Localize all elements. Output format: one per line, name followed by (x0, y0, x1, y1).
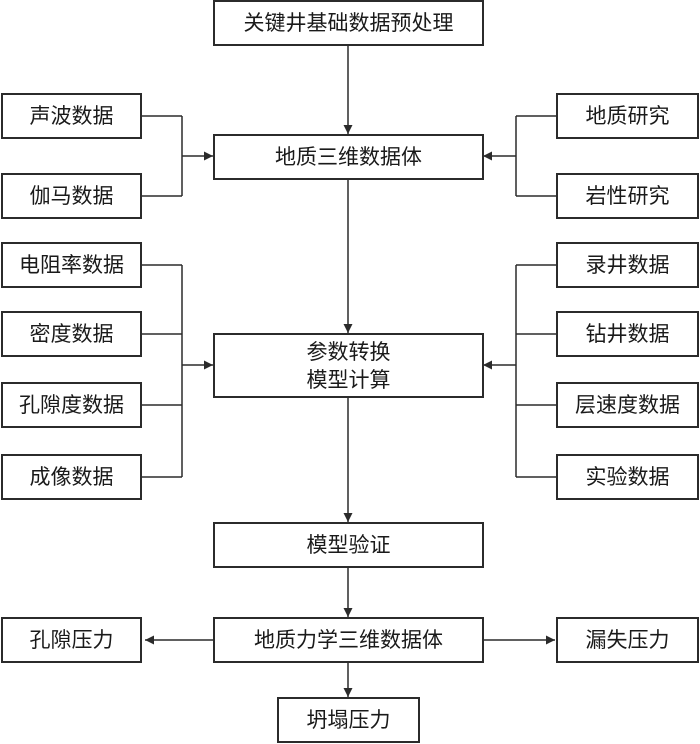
left-top-label-2: 伽马数据 (29, 184, 114, 208)
right-mid-box-4: 实验数据 (556, 454, 699, 500)
right-top-label-1: 地质研究 (585, 104, 670, 128)
right-top-box-2: 岩性研究 (556, 173, 699, 219)
model-verify-label: 模型验证 (306, 533, 391, 557)
model-verify-box: 模型验证 (213, 522, 484, 568)
right-mid-box-2: 钻井数据 (556, 311, 699, 357)
left-mid-label-4: 成像数据 (29, 465, 114, 489)
left-mid-box-1: 电阻率数据 (1, 242, 142, 288)
geology-3d-data-box: 地质三维数据体 (213, 134, 484, 180)
collapse-pressure-box: 坍塌压力 (277, 697, 420, 743)
loss-pressure-label: 漏失压力 (585, 628, 670, 652)
model-calc-line1: 参数转换 (306, 339, 391, 364)
geomech-3d-data-label: 地质力学三维数据体 (254, 628, 443, 652)
right-mid-label-1: 录井数据 (585, 253, 670, 277)
left-mid-box-2: 密度数据 (1, 311, 142, 357)
geology-3d-data-label: 地质三维数据体 (275, 145, 422, 169)
model-calc-line2: 模型计算 (306, 367, 391, 392)
preprocess-box: 关键井基础数据预处理 (213, 0, 484, 46)
pore-pressure-box: 孔隙压力 (1, 617, 142, 663)
loss-pressure-box: 漏失压力 (556, 617, 699, 663)
right-mid-box-3: 层速度数据 (556, 382, 699, 428)
left-mid-label-3: 孔隙度数据 (19, 393, 124, 417)
right-mid-label-4: 实验数据 (585, 465, 670, 489)
geomech-3d-data-box: 地质力学三维数据体 (213, 617, 484, 663)
right-mid-label-2: 钻井数据 (585, 322, 670, 346)
left-top-box-2: 伽马数据 (1, 173, 142, 219)
model-calc-box: 参数转换 模型计算 (213, 333, 484, 398)
right-mid-box-1: 录井数据 (556, 242, 699, 288)
right-top-label-2: 岩性研究 (585, 184, 670, 208)
collapse-pressure-label: 坍塌压力 (306, 708, 391, 732)
pore-pressure-label: 孔隙压力 (29, 628, 114, 652)
left-mid-label-2: 密度数据 (29, 322, 114, 346)
right-mid-label-3: 层速度数据 (575, 393, 680, 417)
left-mid-box-3: 孔隙度数据 (1, 382, 142, 428)
left-mid-box-4: 成像数据 (1, 454, 142, 500)
left-top-label-1: 声波数据 (29, 104, 114, 128)
right-top-box-1: 地质研究 (556, 93, 699, 139)
left-mid-label-1: 电阻率数据 (19, 253, 124, 277)
left-top-box-1: 声波数据 (1, 93, 142, 139)
preprocess-label: 关键井基础数据预处理 (243, 11, 454, 35)
